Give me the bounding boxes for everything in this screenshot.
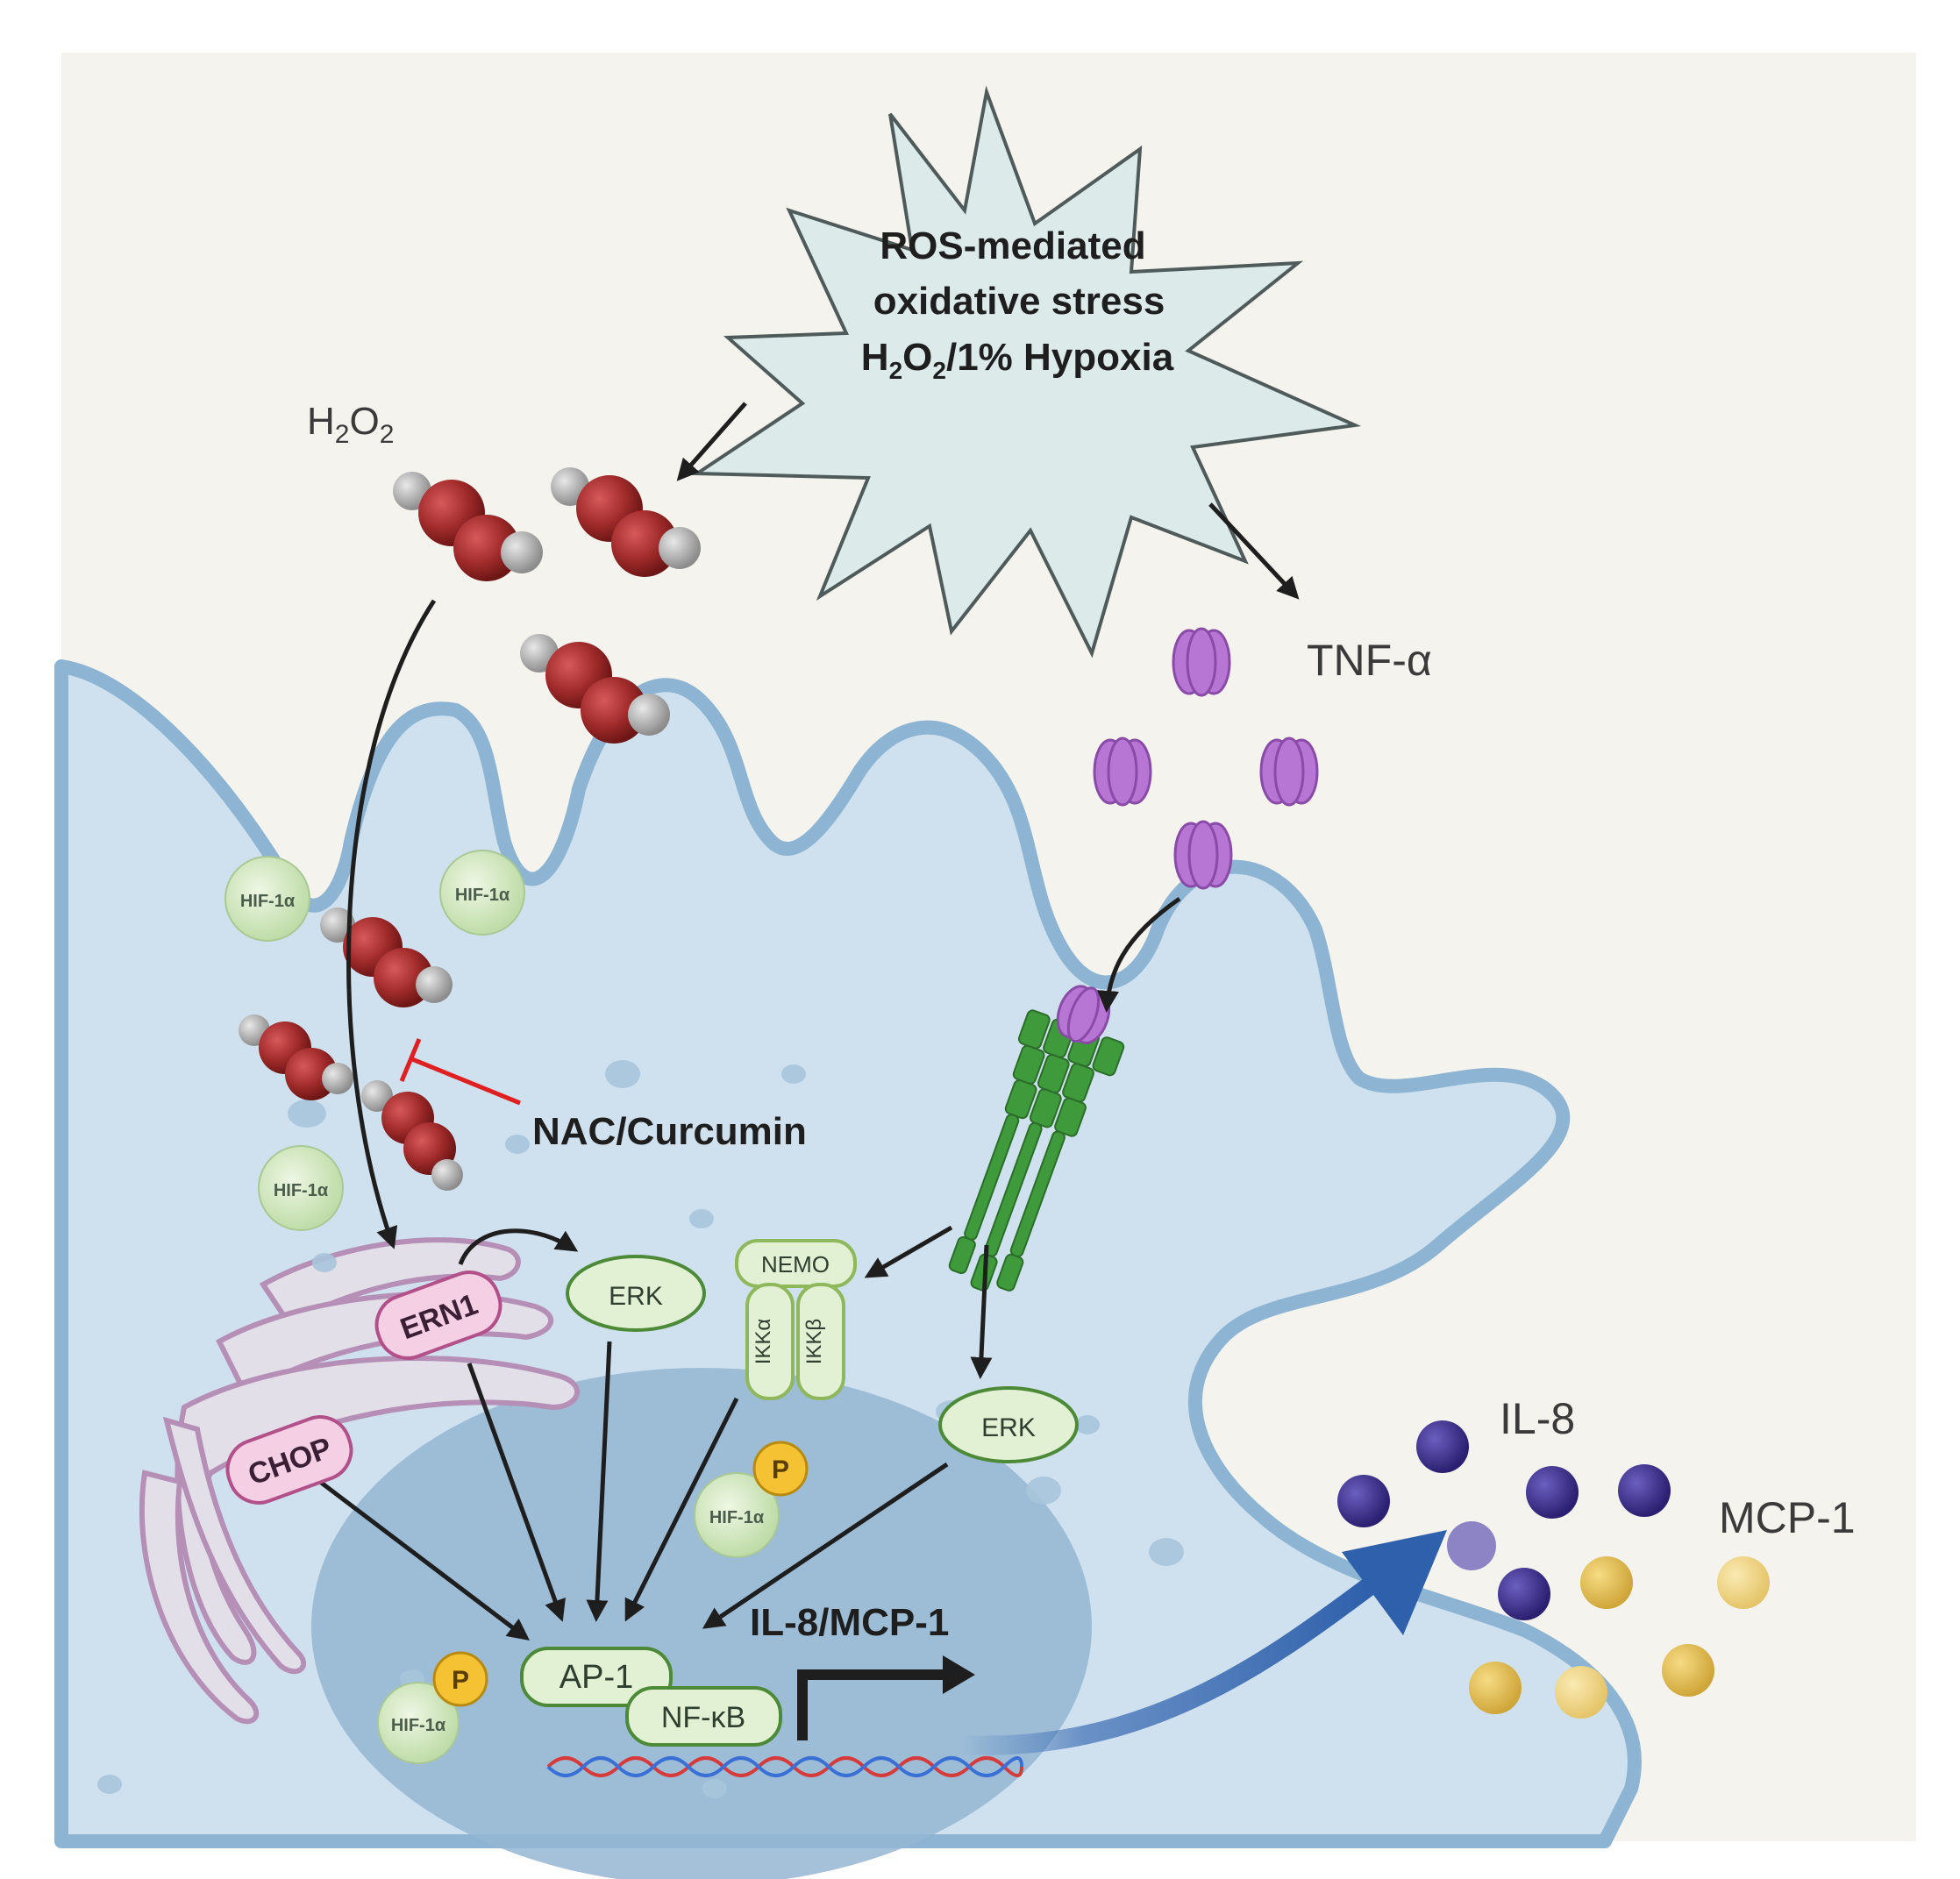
tnf-alpha-label: TNF-α [1307,636,1432,685]
svg-text:NEMO: NEMO [761,1251,830,1278]
stress-line3: H2O2/1% Hypoxia [861,336,1174,384]
tnf-alpha-trimer [1173,820,1233,890]
svg-text:ERK: ERK [609,1282,663,1311]
hif-1a-protein: HIF-1α [258,1145,344,1231]
arrow-tnf-to-receptor [1097,896,1181,1013]
svg-text:HIF-1α: HIF-1α [240,892,296,911]
h2o2-label: H2O2 [307,400,394,449]
tnf-alpha-trimer [1259,737,1319,807]
svg-text:HIF-1α: HIF-1α [274,1181,329,1200]
arrow-er-to-erk [458,1228,579,1265]
h2o2-molecule [520,634,670,744]
stress-line1: ROS-mediated [880,224,1145,267]
arrow-h2o2-to-er [346,599,437,1249]
target-genes-label: IL-8/MCP-1 [750,1601,949,1644]
h2o2-molecule [239,1014,353,1100]
oxidative-stress-starburst [691,85,1362,658]
secretion-arrow [959,1579,1374,1755]
mcp-1-label: MCP-1 [1719,1493,1856,1542]
h2o2-molecule [361,1080,463,1191]
arrow-ern1-to-ap1 [467,1363,566,1622]
chop-protein: CHOP [225,1415,353,1505]
ikka-protein [745,1283,795,1400]
il-8-label: IL-8 [1500,1394,1575,1443]
arrow-receptor-to-erk2 [970,1244,993,1379]
svg-text:NF-κB: NF-κB [661,1701,745,1734]
arrow-stress-to-h2o2 [676,402,747,481]
nfkb-protein: NF-κB [625,1686,782,1747]
svg-text:ERK: ERK [981,1413,1036,1442]
hif-1a-protein: HIF-1α [439,850,525,936]
mcp-1-particles [1469,1556,1770,1719]
ap1-protein: AP-1 [520,1647,673,1707]
hif-1a-protein: HIF-1α [225,856,310,942]
dna-strand [546,1756,1023,1777]
svg-text:HIF-1α: HIF-1α [709,1508,765,1527]
vesicles [97,1060,1184,1798]
inhibition-mark [399,1038,521,1106]
pathway-arrows [318,402,1300,1641]
arrow-erk-to-ap1 [586,1341,612,1622]
arrow-stress-to-tnf [1208,502,1300,600]
arrow-ikk-to-ap1 [624,1397,739,1622]
ikk-complex: NEMO IKKα IKKβ [735,1239,857,1400]
tnf-alpha-trimer [1093,737,1152,807]
arrow-erk2-to-ap1 [702,1462,949,1629]
h2o2-molecule [393,472,543,581]
nemo-protein [735,1239,857,1288]
arrow-receptor-to-nemo [864,1225,953,1278]
ern1-protein: ERN1 [374,1270,502,1360]
svg-text:P: P [452,1666,469,1695]
svg-text:IKKα: IKKα [752,1319,775,1365]
stress-line2: oxidative stress [873,280,1165,323]
svg-text:P: P [772,1456,789,1484]
h2o2-molecule [551,467,701,577]
tnf-receptor [948,985,1125,1292]
secretion-arrowhead [1342,1530,1447,1635]
phosphate-badge [752,1441,809,1497]
tnf-alpha-trimer [1172,627,1231,697]
transcription-arrowhead [943,1655,975,1694]
il-8-particles [1337,1420,1671,1620]
inhibitor-label: NAC/Curcumin [532,1110,807,1153]
hif-1a-protein-phosphorylated: HIF-1α P [377,1651,488,1764]
arrow-chop-to-ap1 [318,1480,530,1641]
svg-text:IKKβ: IKKβ [802,1319,826,1365]
svg-text:HIF-1α: HIF-1α [455,886,510,905]
transcription-start-arrow [797,1669,951,1740]
hif-1a-protein-phosphorylated: HIF-1α P [694,1441,809,1558]
erk-protein: ERK [938,1386,1079,1463]
h2o2-molecule [320,907,453,1007]
svg-text:AP-1: AP-1 [559,1659,633,1696]
phosphate-badge [432,1651,488,1707]
ikkb-protein [796,1283,845,1400]
svg-text:HIF-1α: HIF-1α [391,1716,446,1735]
erk-protein: ERK [566,1255,706,1332]
